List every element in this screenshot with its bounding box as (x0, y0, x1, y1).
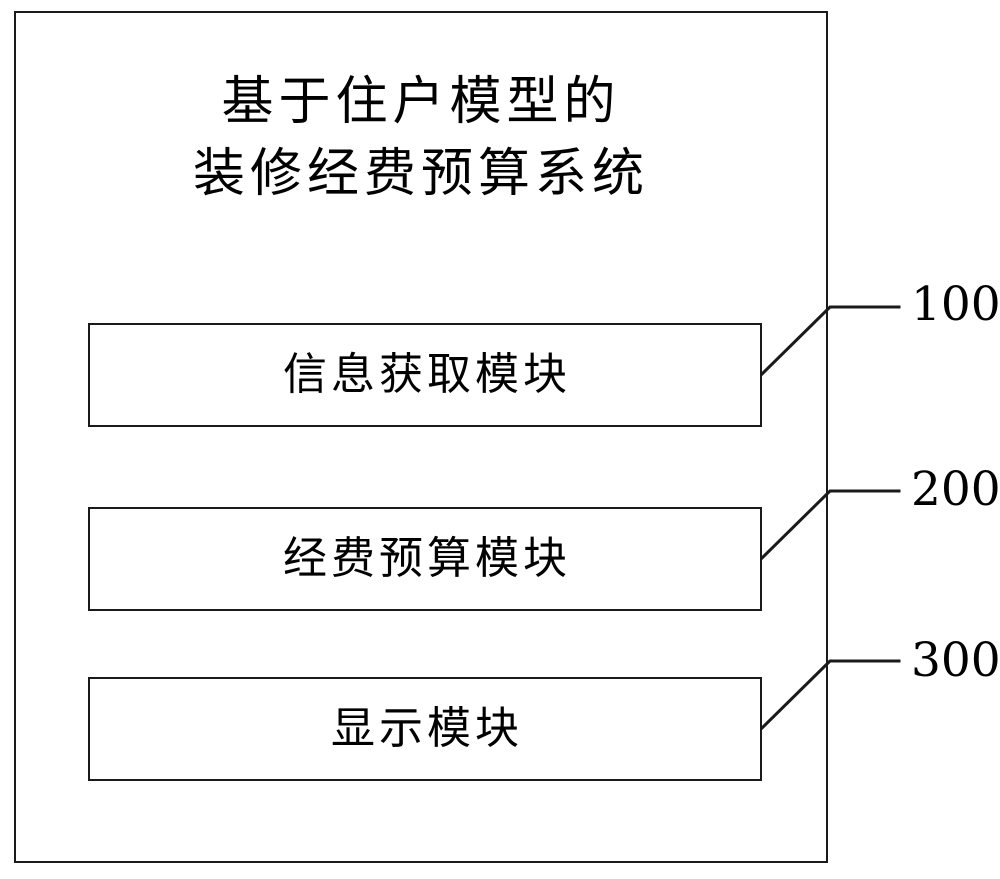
system-title-line-2: 装修经费预算系统 (192, 144, 649, 204)
module-label: 信息获取模块 (283, 349, 571, 400)
module-label: 显示模块 (331, 703, 523, 754)
module-box-budget-estimation: 经费预算模块 (88, 507, 762, 611)
reference-numeral-100: 100 (911, 277, 1000, 332)
module-label: 经费预算模块 (283, 533, 571, 584)
module-box-display: 显示模块 (88, 677, 762, 781)
system-title-line-1: 基于住户模型的 (221, 72, 621, 132)
system-title: 基于住户模型的 装修经费预算系统 (14, 66, 828, 210)
module-box-information-acquisition: 信息获取模块 (88, 323, 762, 427)
reference-numeral-300: 300 (911, 633, 1000, 688)
reference-numeral-200: 200 (911, 462, 1000, 517)
